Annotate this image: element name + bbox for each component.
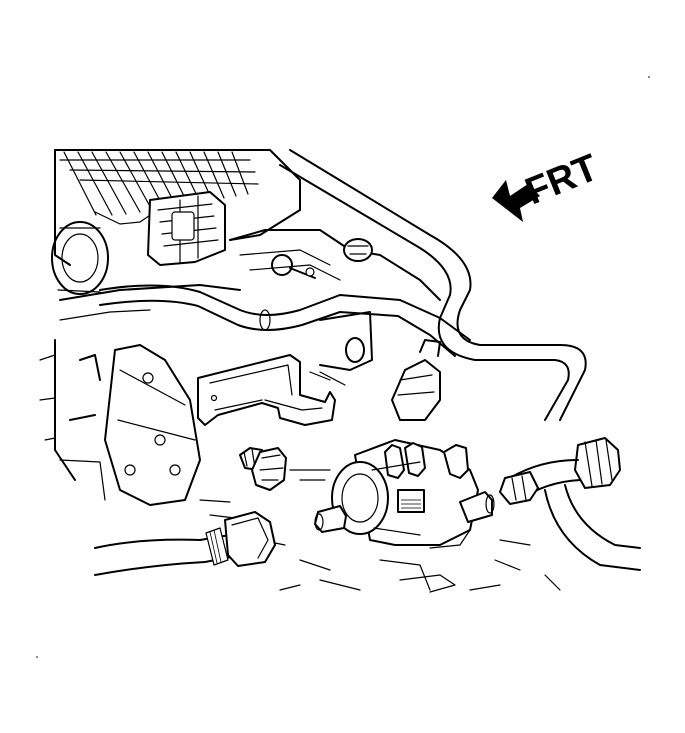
frt-label: FRT xyxy=(520,147,604,214)
electrical-connector xyxy=(147,191,226,266)
evap-purge-valve xyxy=(314,439,495,546)
bracket-mount xyxy=(309,311,373,386)
engine-background xyxy=(39,149,587,593)
valve-bracket xyxy=(197,354,336,426)
timing-cover xyxy=(59,344,201,506)
round-cap xyxy=(51,221,109,295)
speck xyxy=(648,76,650,78)
orientation-indicator: FRT xyxy=(492,147,604,222)
speck xyxy=(36,656,38,658)
hose-left xyxy=(94,511,276,576)
mounting-bolt xyxy=(239,447,287,491)
sensor-right xyxy=(391,339,441,421)
arrow-down-left-icon xyxy=(492,180,540,222)
hose-right xyxy=(499,437,641,571)
hose-middle xyxy=(99,284,471,357)
ground-bolt xyxy=(271,238,373,279)
cylinder-head xyxy=(39,229,441,481)
